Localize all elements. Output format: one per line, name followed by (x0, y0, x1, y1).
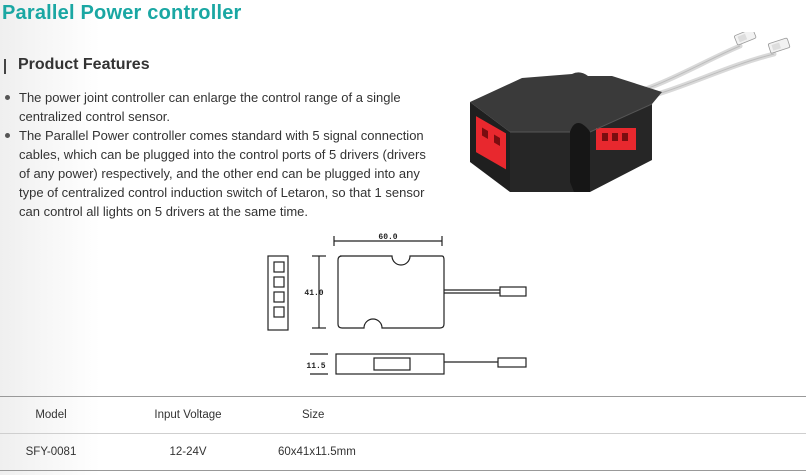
feature-item-2: The Parallel Power controller comes stan… (0, 126, 440, 221)
table-row: SFY-0081 12-24V 60x41x11.5mm (0, 433, 806, 471)
dimension-height-label: 41.0 (304, 289, 323, 298)
header-input-voltage: Input Voltage (102, 396, 274, 434)
section-heading: Product Features (18, 56, 150, 73)
feature-list: The power joint controller can enlarge t… (0, 88, 440, 221)
dimension-thickness-label: 11.5 (306, 362, 325, 371)
header-size: Size (274, 396, 806, 434)
section-marker (4, 59, 6, 74)
spec-table: Model Input Voltage Size SFY-0081 12-24V… (0, 396, 806, 471)
dimension-width-label: 60.0 (378, 233, 397, 242)
cell-size: 60x41x11.5mm (274, 433, 806, 471)
header-model: Model (0, 396, 102, 434)
cell-model: SFY-0081 (0, 433, 102, 471)
table-header-row: Model Input Voltage Size (0, 396, 806, 434)
page-background-fade (0, 0, 100, 475)
page-title: Parallel Power controller (2, 2, 242, 24)
feature-item-1: The power joint controller can enlarge t… (0, 88, 440, 126)
cell-input-voltage: 12-24V (102, 433, 274, 471)
product-image (470, 32, 791, 192)
dimension-drawing: 60.0 41.0 11.5 (267, 233, 527, 375)
